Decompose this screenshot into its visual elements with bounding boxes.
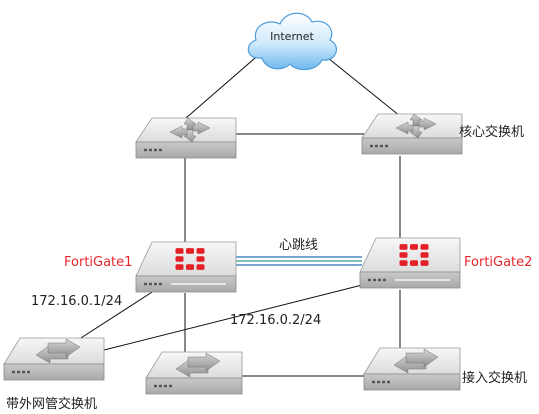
crossed-arrows-icon bbox=[169, 117, 211, 143]
link-fortigate1-mgmt bbox=[69, 286, 161, 346]
fortinet-logo-icon bbox=[399, 244, 429, 266]
fortigate2-label: FortiGate2 bbox=[464, 255, 533, 270]
two-way-arrows-icon bbox=[393, 348, 439, 374]
fortigate1-label: FortiGate1 bbox=[64, 255, 133, 270]
heartbeat-label: 心跳线 bbox=[279, 238, 319, 253]
core-switch-right bbox=[361, 113, 463, 155]
crossed-arrows-icon bbox=[395, 113, 437, 139]
heartbeat-link bbox=[236, 256, 362, 266]
internet-cloud-icon bbox=[247, 12, 338, 71]
internet-label: Internet bbox=[270, 30, 314, 43]
link-internet-left-core bbox=[185, 51, 263, 119]
access-switch-left bbox=[145, 351, 243, 395]
link-internet-right-core bbox=[317, 49, 401, 117]
mgmt-switch-label: 带外网管交换机 bbox=[6, 397, 98, 412]
link-fortigate2-mgmt bbox=[103, 282, 371, 351]
connection-lines bbox=[69, 49, 401, 377]
core-switch-left bbox=[135, 117, 237, 159]
ip-fortigate1-label: 172.16.0.1/24 bbox=[31, 294, 123, 309]
fortigate2-device bbox=[359, 237, 461, 289]
mgmt-switch bbox=[3, 337, 105, 381]
two-way-arrows-icon bbox=[35, 338, 81, 364]
fortinet-logo-icon bbox=[175, 248, 205, 270]
access-switch-label: 接入交换机 bbox=[462, 371, 528, 386]
fortigate1-device bbox=[135, 241, 237, 293]
two-way-arrows-icon bbox=[175, 352, 221, 378]
access-switch-right bbox=[363, 347, 461, 391]
core-switch-label: 核心交换机 bbox=[459, 125, 525, 140]
ip-fortigate2-label: 172.16.0.2/24 bbox=[230, 313, 322, 328]
